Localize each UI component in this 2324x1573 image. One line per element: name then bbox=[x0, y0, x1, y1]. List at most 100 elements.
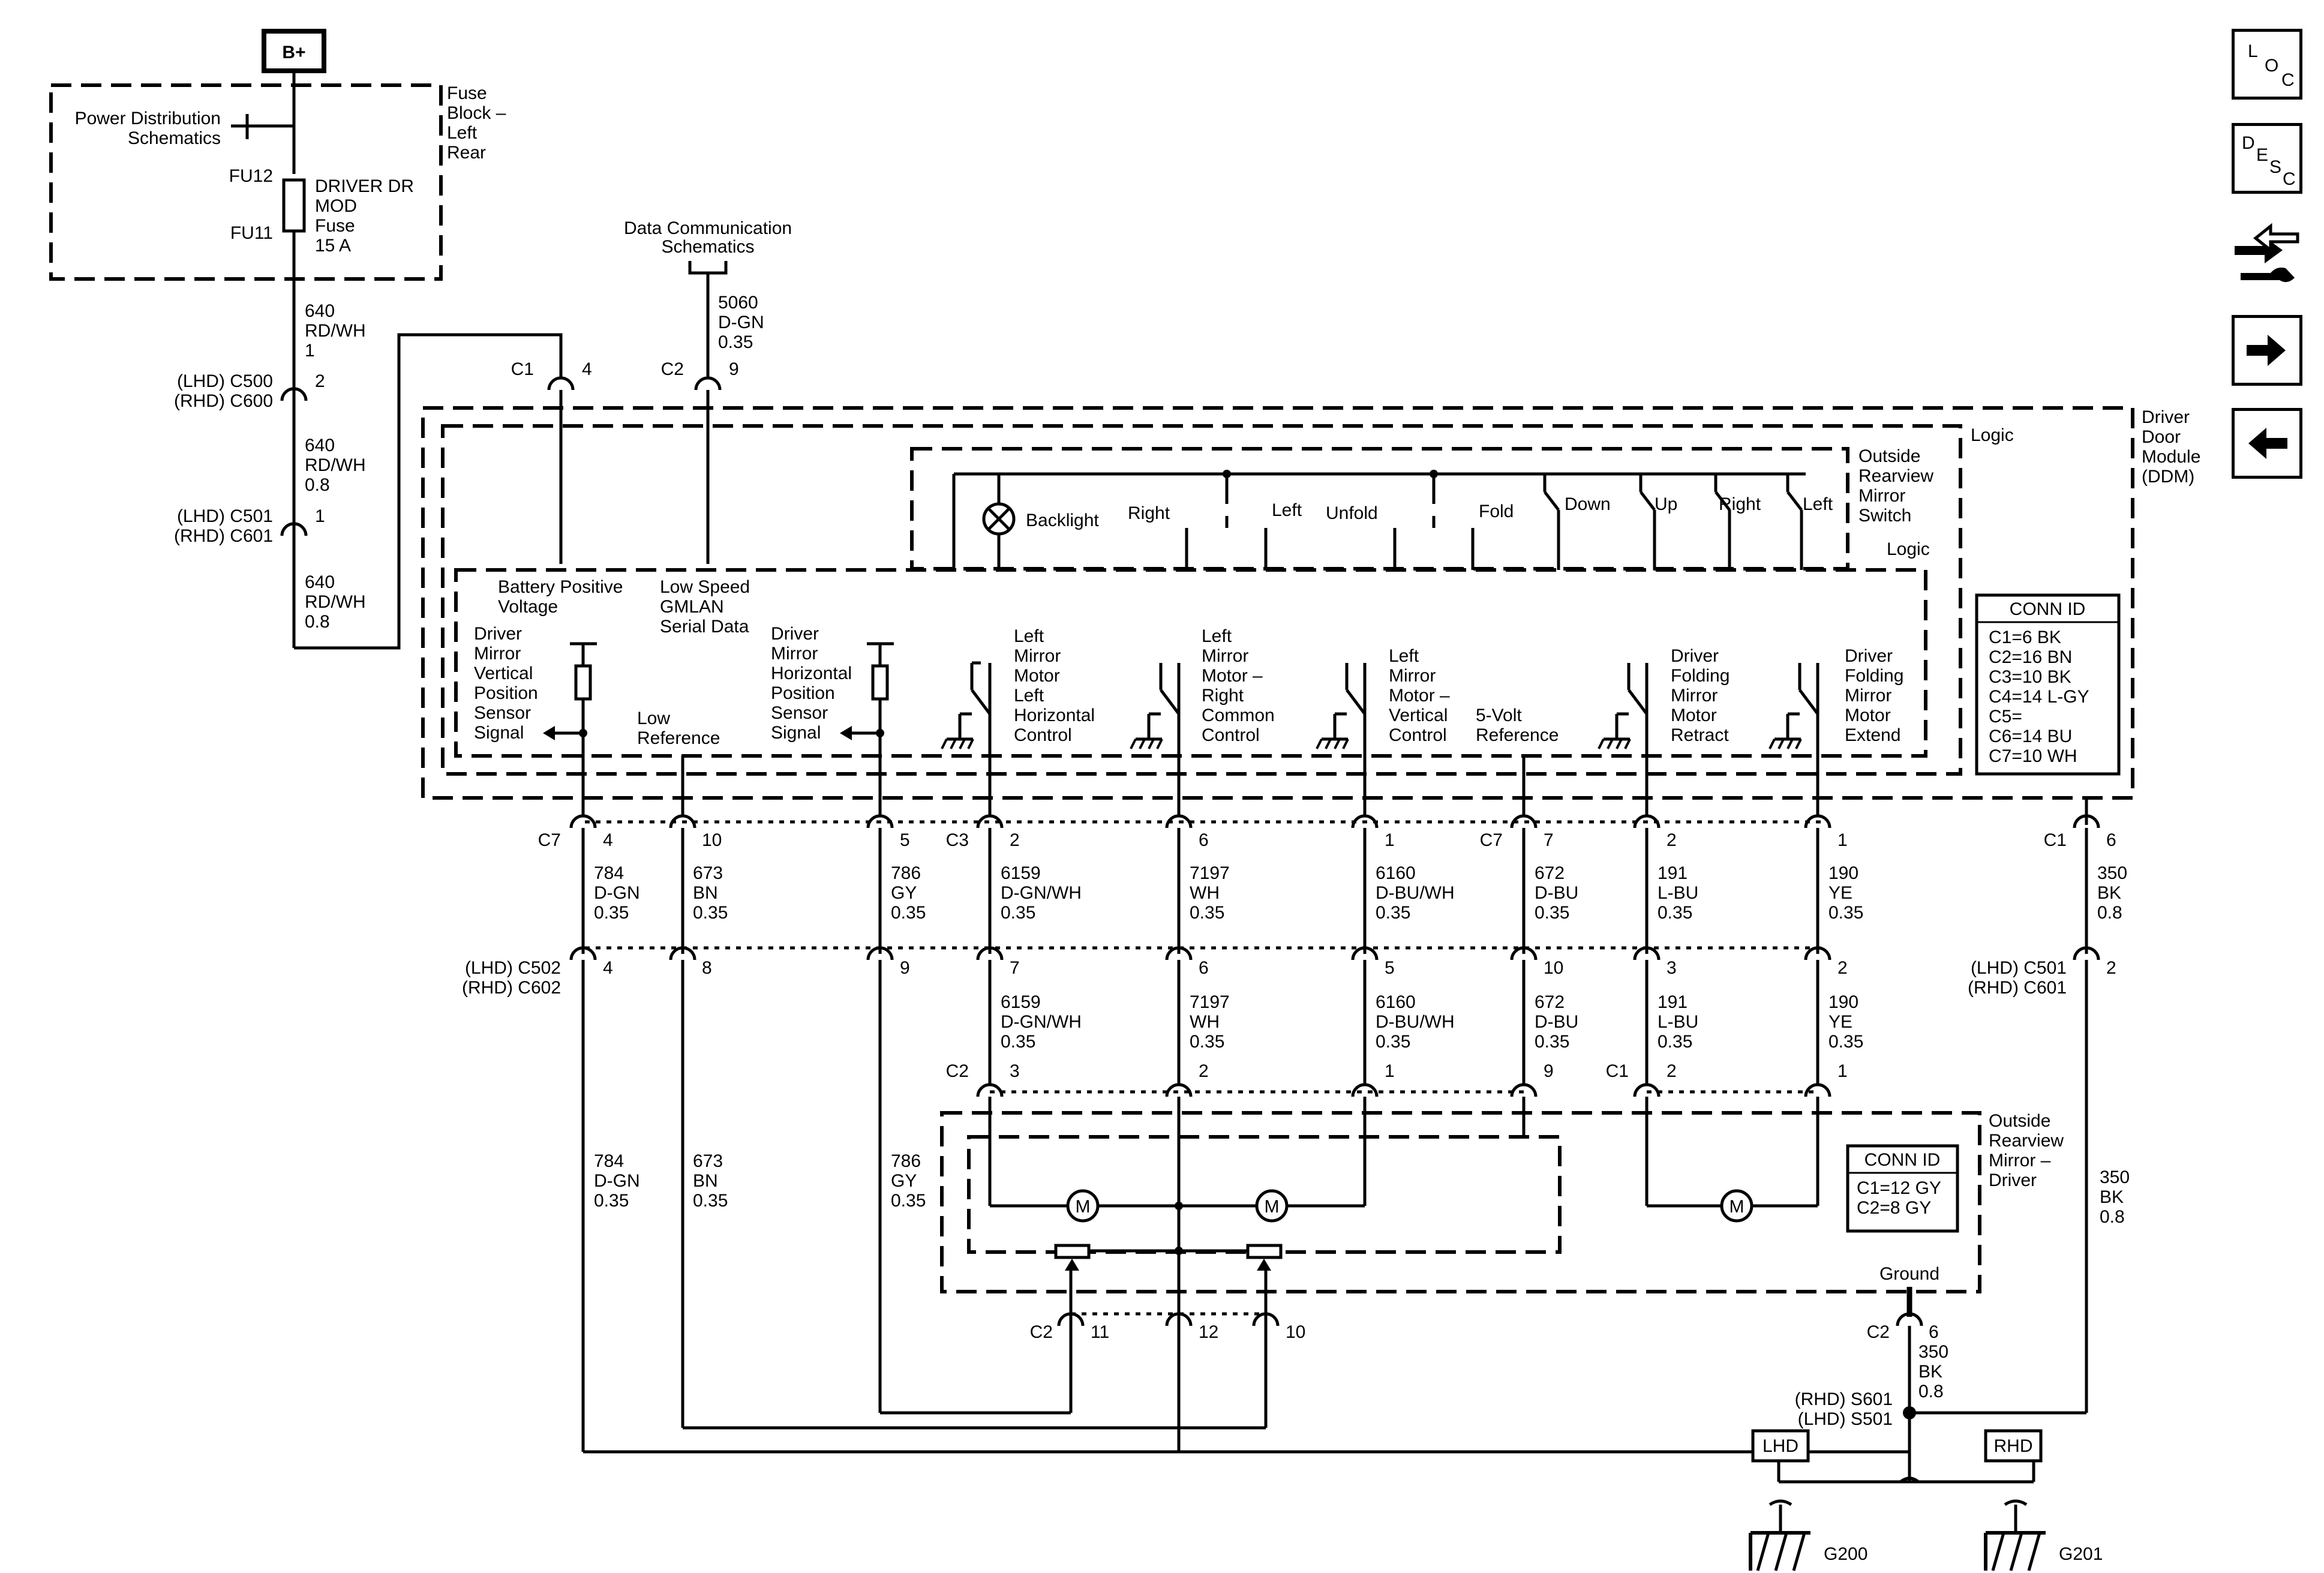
row1-pin-1: 10 bbox=[702, 830, 722, 850]
ddm-name-1: Driver bbox=[2142, 407, 2190, 427]
svg-text:D-GN/WH: D-GN/WH bbox=[1001, 883, 1082, 903]
row1-pin-2: 5 bbox=[900, 830, 910, 850]
ddm-logic-boundary bbox=[441, 424, 1962, 776]
row2-pin-7: 3 bbox=[1667, 958, 1677, 978]
c1-label-top: C1 bbox=[511, 359, 534, 379]
component-tools-button[interactable] bbox=[2229, 213, 2304, 288]
mirror-c1-label: C1 bbox=[1606, 1061, 1629, 1081]
switch-left-2: Left bbox=[1803, 494, 1833, 514]
lm-horiz-6: Control bbox=[1014, 725, 1072, 745]
horiz-sensor-5: Sensor bbox=[771, 703, 828, 723]
mirror-top-connector-icons bbox=[976, 1083, 1831, 1097]
wire1-circuit: 640 bbox=[305, 301, 335, 321]
desc-letter-d: D bbox=[2242, 133, 2255, 153]
switch-right-1: Right bbox=[1128, 503, 1170, 523]
datacomm-label-1: Data Communication bbox=[624, 218, 792, 238]
five-volt-1: 5-Volt bbox=[1476, 706, 1522, 725]
desc-letter-s: S bbox=[2269, 157, 2282, 177]
svg-text:350: 350 bbox=[2100, 1167, 2130, 1187]
mirror-name-3: Mirror – bbox=[1989, 1151, 2051, 1170]
wire5060-color: D-GN bbox=[718, 313, 764, 332]
ddm-conn-id-table bbox=[1975, 593, 2121, 776]
wrench-arrows-icon bbox=[2235, 223, 2299, 283]
horiz-sensor-2: Mirror bbox=[771, 644, 818, 664]
svg-text:7197: 7197 bbox=[1190, 992, 1230, 1012]
backlight-label: Backlight bbox=[1026, 511, 1099, 530]
c501-connector-icon bbox=[280, 522, 308, 536]
c501-pin: 1 bbox=[315, 506, 325, 526]
motor-driver-vertical bbox=[1317, 663, 1367, 816]
svg-text:GY: GY bbox=[891, 1171, 917, 1191]
fu12-label: FU12 bbox=[229, 166, 273, 186]
row1-c3: C3 bbox=[946, 830, 969, 850]
row2-c601: (RHD) C601 bbox=[1968, 978, 2067, 998]
lm-common-4: Right bbox=[1202, 686, 1244, 706]
svg-text:673: 673 bbox=[693, 1151, 723, 1171]
svg-text:673: 673 bbox=[693, 863, 723, 883]
lm-vert-4: Vertical bbox=[1389, 706, 1448, 725]
previous-button[interactable] bbox=[2232, 408, 2302, 479]
mirror-bottom-c2: C2 bbox=[1030, 1322, 1053, 1342]
ddm-logic-label: Logic bbox=[1971, 425, 2014, 445]
row2-pin-8: 2 bbox=[1837, 958, 1848, 978]
fuse-name-4: 15 A bbox=[315, 236, 351, 256]
svg-text:0.35: 0.35 bbox=[891, 903, 926, 923]
row1-pin-8: 1 bbox=[1837, 830, 1848, 850]
ddm-conn-id-2: C3=10 BK bbox=[1989, 667, 2071, 687]
datacomm-label-2: Schematics bbox=[661, 237, 754, 257]
vert-sensor-1: Driver bbox=[474, 624, 522, 644]
vertical-sensor-wiper-icon bbox=[1257, 1259, 1271, 1271]
svg-text:WH: WH bbox=[1190, 1012, 1220, 1032]
svg-text:D-GN/WH: D-GN/WH bbox=[1001, 1012, 1082, 1032]
low-ref-1: Low bbox=[637, 709, 670, 728]
mirror-c2-label: C2 bbox=[946, 1061, 969, 1081]
mirror-pin-2: 1 bbox=[1385, 1061, 1395, 1081]
loc-button[interactable]: L O C bbox=[2232, 29, 2302, 100]
row2-pin-1: 8 bbox=[702, 958, 712, 978]
svg-text:784: 784 bbox=[594, 1151, 624, 1171]
svg-text:D-BU: D-BU bbox=[1535, 1012, 1578, 1032]
lm-common-5: Common bbox=[1202, 706, 1275, 725]
vertical-sensor-pot-icon bbox=[1246, 1244, 1283, 1259]
row1-pin-9: 6 bbox=[2106, 830, 2116, 850]
ddm-boundary bbox=[421, 406, 2134, 800]
svg-text:BK: BK bbox=[2097, 883, 2121, 903]
arrow-left-icon bbox=[2248, 428, 2287, 459]
g201-option-break bbox=[2004, 1499, 2028, 1506]
position-sensor-wiring bbox=[1069, 1249, 1268, 1320]
switch-up: Up bbox=[1655, 494, 1677, 514]
mirror-motor-wiring bbox=[988, 1097, 1819, 1320]
c500-pin: 2 bbox=[315, 371, 325, 391]
row2-c502: (LHD) C502 bbox=[465, 958, 561, 978]
svg-text:0.35: 0.35 bbox=[1828, 903, 1863, 923]
row2-pin-4: 6 bbox=[1199, 958, 1209, 978]
row2-pin-6: 10 bbox=[1544, 958, 1563, 978]
gmlan-label-2: GMLAN bbox=[660, 597, 724, 617]
svg-text:0.35: 0.35 bbox=[594, 1191, 629, 1211]
wire3-size: 0.8 bbox=[305, 612, 330, 632]
lm-common-6: Control bbox=[1202, 725, 1260, 745]
desc-button[interactable]: D E S C bbox=[2232, 123, 2302, 194]
next-button[interactable] bbox=[2232, 315, 2302, 386]
fuse-block-label-1: Fuse bbox=[447, 83, 487, 103]
svg-text:0.35: 0.35 bbox=[1001, 903, 1035, 923]
fold-extend-2: Folding bbox=[1845, 666, 1903, 686]
svg-text:0.8: 0.8 bbox=[2100, 1207, 2125, 1227]
battery-label-2: Voltage bbox=[498, 597, 558, 617]
motor-junction-node bbox=[1175, 1202, 1183, 1210]
wire3-circuit: 640 bbox=[305, 572, 335, 592]
svg-text:6159: 6159 bbox=[1001, 863, 1041, 883]
svg-text:0.35: 0.35 bbox=[1190, 903, 1224, 923]
svg-text:672: 672 bbox=[1535, 863, 1565, 883]
c2-label-top: C2 bbox=[661, 359, 684, 379]
fuse-block-label-4: Rear bbox=[447, 143, 486, 163]
svg-text:0.35: 0.35 bbox=[1828, 1032, 1863, 1052]
loc-letter-c: C bbox=[2281, 70, 2295, 90]
row2-c602: (RHD) C602 bbox=[462, 978, 561, 998]
ddm-conn-id-6: C7=10 WH bbox=[1989, 746, 2077, 766]
row1-pin-0: 4 bbox=[603, 830, 613, 850]
svg-text:L-BU: L-BU bbox=[1658, 883, 1698, 903]
splice-s601: (RHD) S601 bbox=[1795, 1389, 1893, 1409]
lm-common-1: Left bbox=[1202, 626, 1232, 646]
